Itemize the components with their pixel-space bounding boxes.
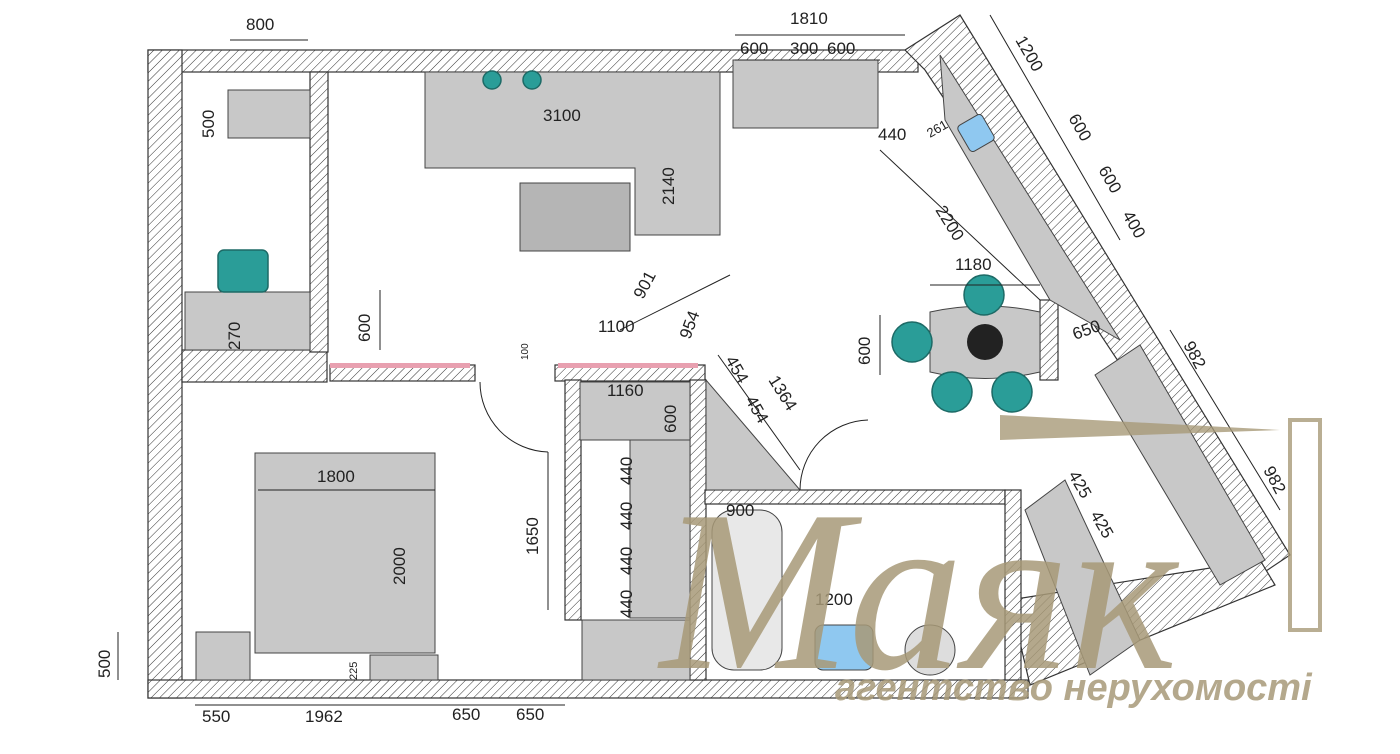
dim-label: 1650	[523, 517, 542, 555]
bathroom-sink	[814, 624, 874, 671]
closet	[579, 381, 691, 441]
dim-label: 650	[516, 705, 544, 724]
lighthouse-icon	[1288, 418, 1322, 632]
dim-label: 1364	[765, 372, 801, 414]
desk	[184, 291, 311, 351]
dim-label: 400	[1119, 208, 1150, 242]
dim-label: 2140	[659, 167, 678, 205]
washing-machine	[904, 624, 956, 676]
coffee-table	[519, 182, 631, 252]
hall-wardrobe	[1024, 479, 1141, 676]
dim-label: 1200	[1012, 33, 1047, 75]
dim-label: 500	[95, 650, 114, 678]
dim-label: 440	[617, 590, 636, 618]
bathtub	[711, 509, 783, 671]
dim-label: 225	[348, 662, 360, 680]
corner-sofa	[424, 71, 721, 236]
lighthouse-beam-icon	[1000, 415, 1280, 440]
dim-label: 440	[617, 547, 636, 575]
kitchen-sink	[957, 113, 995, 153]
dimension-lines	[117, 14, 1281, 706]
wardrobe	[227, 89, 311, 139]
dim-label: 550	[202, 707, 230, 726]
door-swing	[799, 419, 869, 491]
armchair	[217, 249, 269, 293]
dim-label: 982	[1259, 463, 1289, 497]
dim-label: 600	[661, 405, 680, 433]
dim-label: 600	[1065, 111, 1096, 145]
dim-label: 600	[740, 39, 768, 58]
dim-label: 982	[1179, 338, 1209, 372]
dim-label: 500	[199, 110, 218, 138]
dim-label: 1160	[607, 381, 644, 400]
dim-label: 600	[855, 337, 874, 365]
dim-label: 800	[246, 15, 274, 34]
dim-label: 600	[1095, 163, 1126, 197]
dim-label: 901	[630, 268, 660, 302]
dim-label: 650	[452, 705, 480, 724]
furniture	[184, 54, 1266, 681]
brand-tagline: агентство нерухомості	[835, 667, 1313, 709]
dim-label: 1962	[305, 707, 343, 726]
dim-label: 1810	[790, 9, 828, 28]
dim-label: 1100	[598, 317, 635, 336]
dim-label: 3100	[543, 106, 581, 125]
kitchen-cabinets-top	[732, 59, 879, 129]
dim-label: 300	[790, 39, 818, 58]
dim-label: 600	[827, 39, 855, 58]
dim-label: 440	[617, 502, 636, 530]
dim-label: 270	[225, 322, 244, 350]
dim-label: 454	[742, 393, 773, 427]
brand-name: Маяк	[657, 463, 1180, 718]
dim-label: 1180	[955, 255, 992, 274]
dim-label: 900	[726, 501, 754, 520]
bed	[254, 452, 436, 654]
dim-label: 440	[617, 457, 636, 485]
door-swing	[479, 381, 549, 453]
dim-label: 600	[355, 314, 374, 342]
dim-label: 2000	[390, 547, 409, 585]
dim-label: 2200	[932, 202, 968, 244]
dim-label: 440	[878, 125, 906, 144]
dim-label: 1800	[317, 467, 355, 486]
watermark-logo: Маяк агентство нерухомості	[657, 415, 1322, 718]
dim-label: 100	[520, 343, 531, 360]
dim-label: 1200	[815, 590, 853, 609]
partition-marker	[330, 363, 470, 368]
dim-label: 954	[676, 308, 704, 341]
dim-label: 454	[722, 353, 753, 387]
partition-marker	[558, 363, 698, 368]
